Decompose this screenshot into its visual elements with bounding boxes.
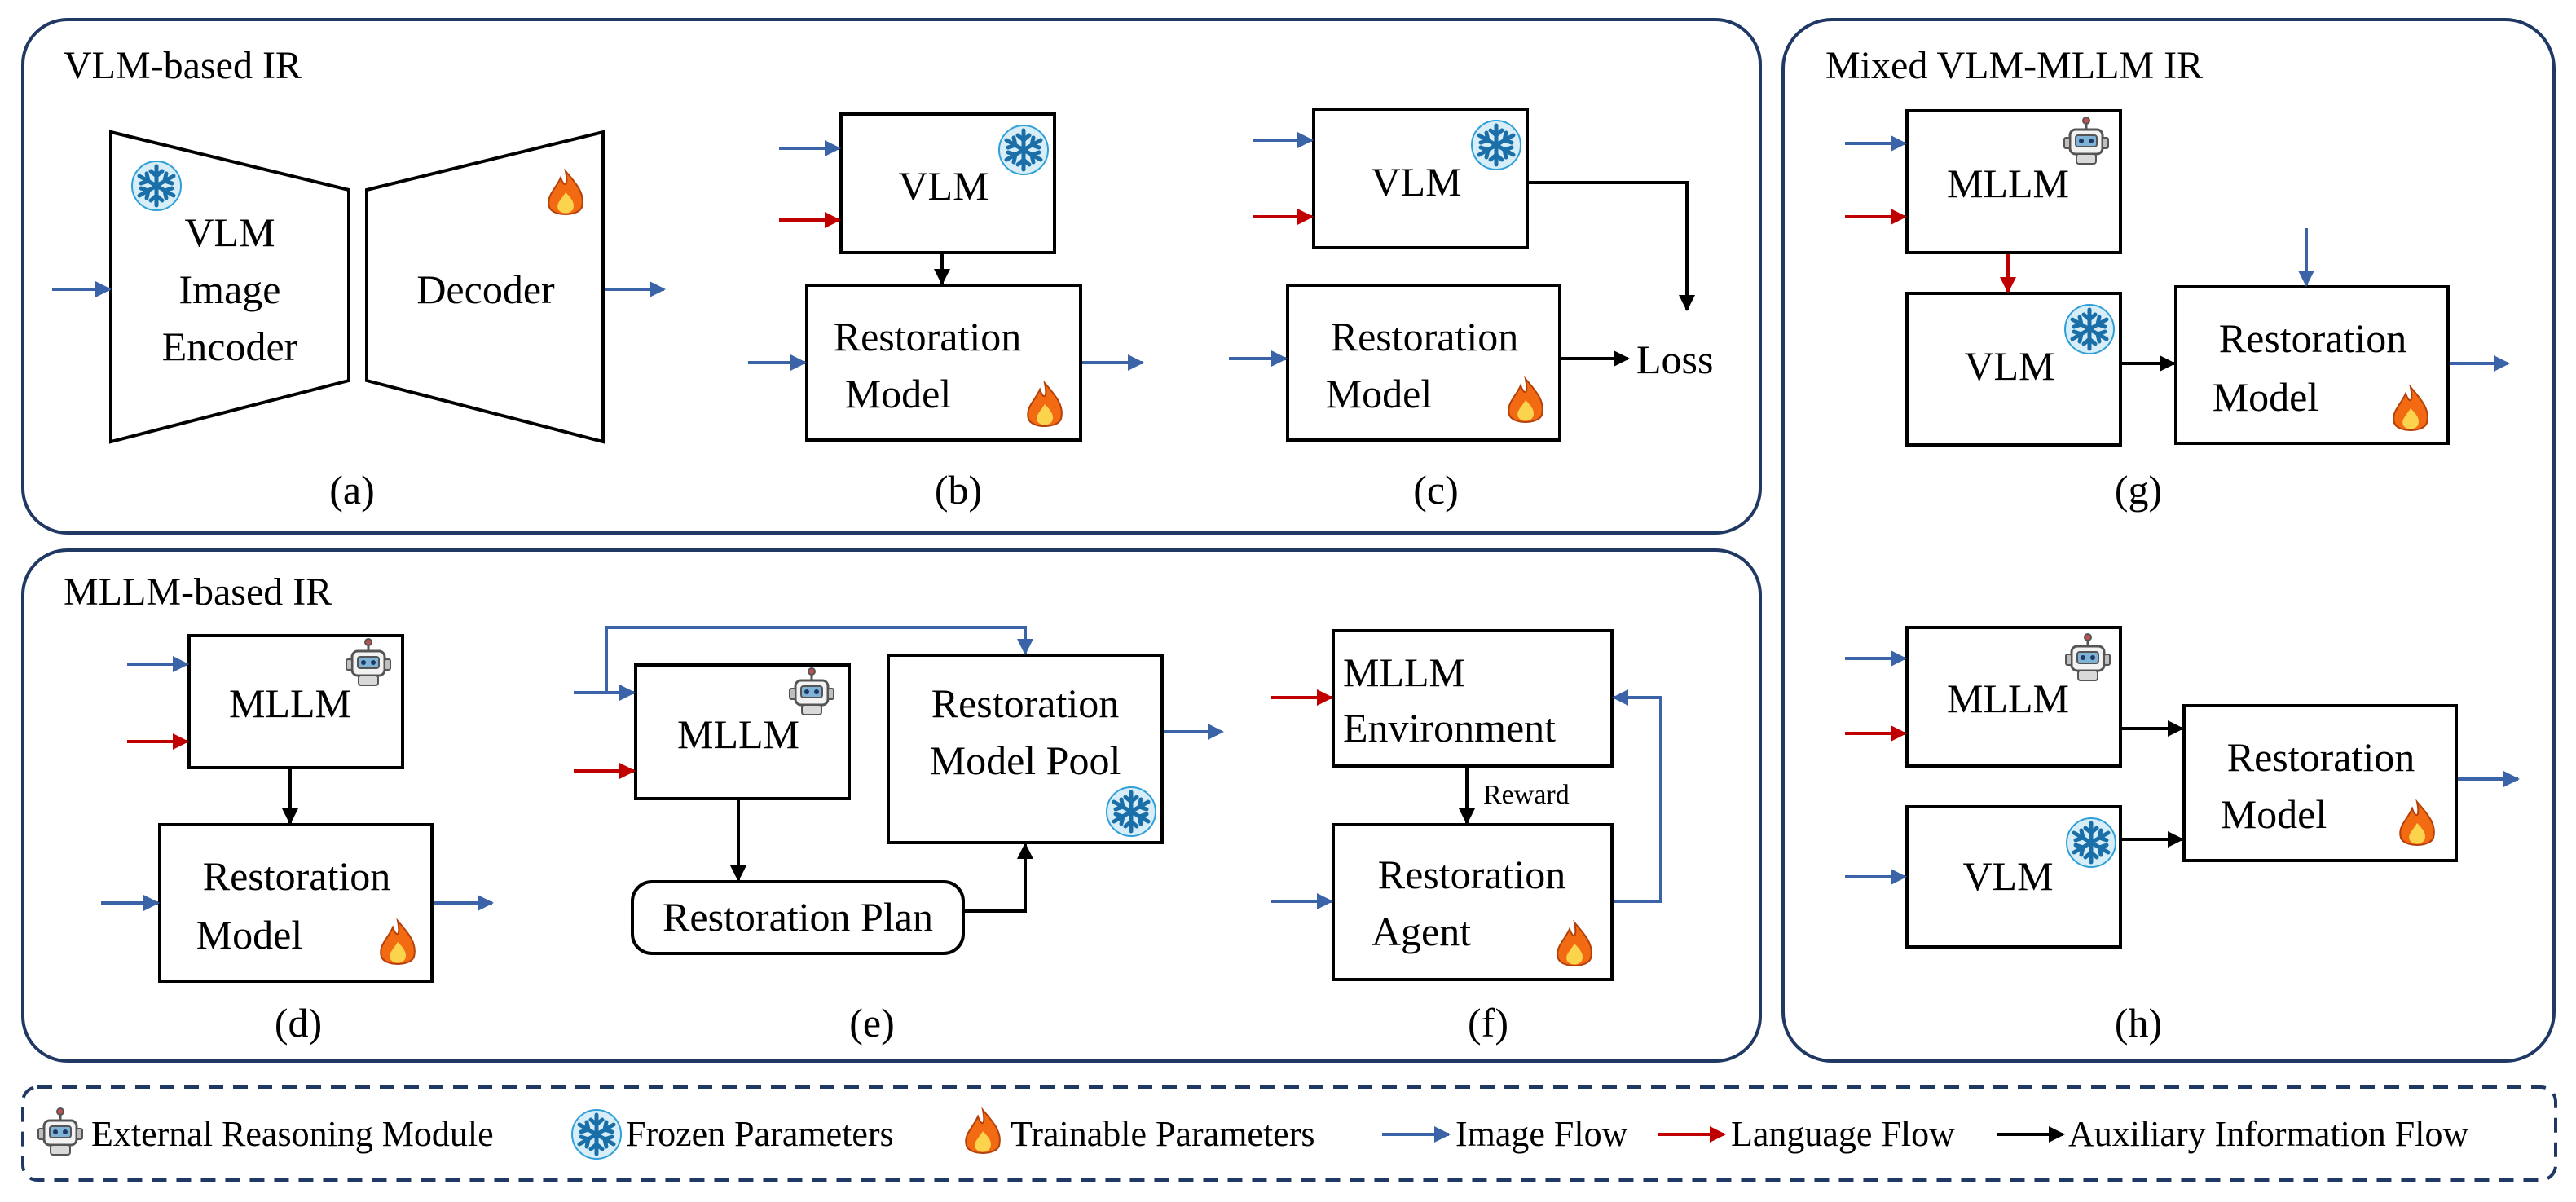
restoration-model-line1: Restoration — [2219, 315, 2407, 361]
aux-flow-arrow — [965, 843, 1033, 913]
restoration-agent-line2: Agent — [1372, 909, 1471, 954]
panel-vlm-based-ir — [21, 18, 1762, 535]
image-flow-arrow — [605, 626, 1033, 693]
restoration-model-line1: Restoration — [203, 853, 391, 899]
mllm-label: MLLM — [1947, 676, 2069, 721]
mllm-environment-line2: Environment — [1343, 705, 1556, 751]
restoration-model-line1: Restoration — [834, 314, 1022, 359]
restoration-plan-label: Restoration Plan — [663, 894, 933, 940]
panel-mixed-vlm-mllm-ir — [1781, 18, 2556, 1063]
section-title-mixed: Mixed VLM-MLLM IR — [1825, 44, 2203, 87]
decoder-label: Decoder — [416, 266, 555, 312]
restoration-model-line1: Restoration — [2227, 734, 2415, 780]
legend-image-flow: Image Flow — [1455, 1114, 1628, 1154]
diagram-c: VLM Restoration Model Loss (c) — [1229, 108, 1713, 513]
label-a: (a) — [329, 467, 375, 513]
restoration-model-line2: Model — [2221, 791, 2327, 837]
image-flow-arrow — [1612, 689, 1662, 903]
mllm-label: MLLM — [1947, 161, 2069, 206]
restoration-model-line2: Model — [196, 912, 303, 958]
legend-trainable: Trainable Parameters — [1011, 1114, 1314, 1154]
label-f: (f) — [1468, 1000, 1508, 1046]
aux-flow-arrow — [1529, 181, 1695, 311]
diagram-f: MLLM Environment Restoration Agent Rewar… — [1271, 629, 1662, 1046]
restoration-plan-box — [631, 880, 965, 955]
vlm-label: VLM — [1371, 159, 1461, 205]
diagram-h: MLLM VLM Restoration Model (h) — [1845, 626, 2520, 1046]
legend-reasoning: External Reasoning Module — [91, 1114, 494, 1154]
snowflake-icon — [2067, 818, 2116, 867]
mllm-environment-box — [1332, 629, 1614, 768]
vlm-label: VLM — [898, 163, 989, 209]
vlm-image-encoder-trapezoid — [109, 130, 350, 444]
label-d: (d) — [275, 1000, 322, 1046]
label-c: (c) — [1413, 467, 1459, 513]
snowflake-icon — [132, 161, 181, 210]
section-title-vlm: VLM-based IR — [64, 44, 302, 87]
flame-icon — [965, 1109, 1001, 1154]
diagram-d: MLLM Restoration Model (d) — [101, 634, 494, 1046]
restoration-model-line2: Model — [1326, 371, 1433, 416]
snowflake-icon — [572, 1110, 621, 1159]
legend: External Reasoning Module Frozen Paramet… — [21, 1085, 2557, 1182]
restoration-model-line2: Model — [2213, 374, 2319, 420]
label-g: (g) — [2115, 467, 2162, 513]
encoder-label-line3: Encoder — [162, 324, 298, 369]
legend-aux-flow: Auxiliary Information Flow — [2068, 1114, 2468, 1154]
mllm-label: MLLM — [677, 711, 799, 757]
snowflake-icon — [2065, 305, 2114, 354]
restoration-model-pool-line2: Model Pool — [930, 737, 1121, 783]
restoration-model-box — [805, 284, 1082, 442]
label-h: (h) — [2115, 1000, 2162, 1046]
legend-box — [21, 1085, 2557, 1182]
restoration-model-line1: Restoration — [1331, 314, 1519, 359]
legend-frozen: Frozen Parameters — [626, 1114, 894, 1154]
diagram-g: MLLM VLM Restoration Model (g) — [1845, 109, 2510, 513]
vlm-label: VLM — [1962, 853, 2053, 899]
label-b: (b) — [935, 467, 982, 513]
robot-icon — [37, 1107, 84, 1156]
panel-mllm-based-ir — [21, 548, 1762, 1063]
section-title-mllm: MLLM-based IR — [64, 570, 332, 614]
mllm-environment-line1: MLLM — [1343, 649, 1465, 695]
diagram-b: VLM Restoration Model (b) — [748, 112, 1144, 513]
reward-label: Reward — [1483, 780, 1570, 810]
restoration-agent-line1: Restoration — [1378, 852, 1566, 897]
snowflake-icon — [1107, 787, 1156, 836]
diagram-e: MLLM Restoration Model Pool Restoration … — [574, 626, 1224, 1046]
decoder-trapezoid — [365, 130, 605, 444]
encoder-label-line2: Image — [179, 266, 281, 312]
diagram-a: VLM Image Encoder Decoder (a) — [52, 130, 666, 513]
legend-language-flow: Language Flow — [1731, 1114, 1955, 1154]
snowflake-icon — [1472, 121, 1521, 170]
restoration-model-pool-line1: Restoration — [931, 680, 1120, 726]
vlm-label: VLM — [1964, 343, 2054, 389]
label-e: (e) — [849, 1000, 895, 1046]
restoration-model-line2: Model — [845, 371, 952, 416]
loss-label: Loss — [1636, 337, 1713, 382]
snowflake-icon — [999, 125, 1048, 174]
mllm-label: MLLM — [229, 680, 351, 726]
encoder-label-line1: VLM — [184, 209, 275, 255]
